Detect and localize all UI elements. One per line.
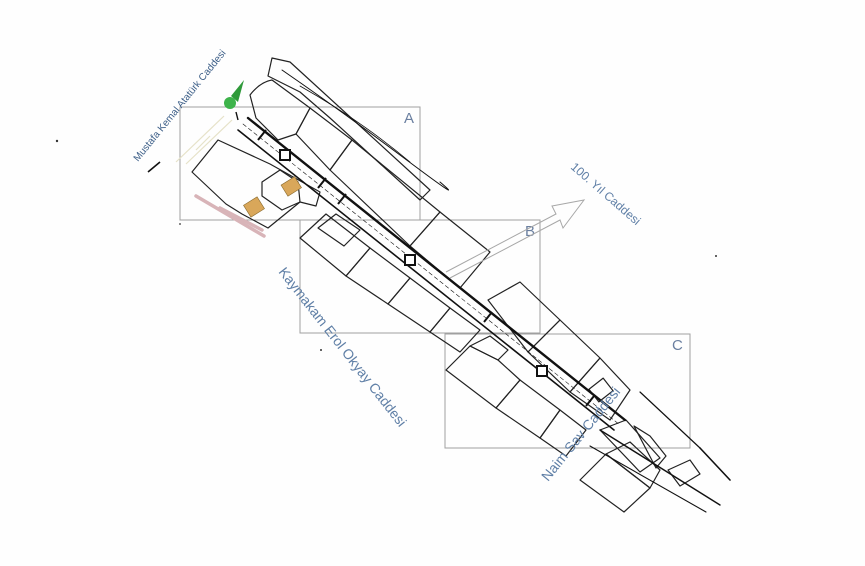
side-road-south-edge	[589, 445, 707, 513]
pavement-lines	[175, 115, 233, 165]
block-mid-2	[317, 213, 361, 247]
speck-3	[320, 349, 322, 351]
highlight-buildings	[243, 176, 302, 218]
scan-specks	[55, 139, 717, 351]
green-arrow-icon	[231, 80, 244, 102]
zone-label-a: A	[404, 110, 414, 127]
north-edge-curve-2	[299, 85, 411, 163]
yil-arrow-shaft	[445, 199, 586, 279]
block-north-3	[295, 107, 353, 171]
yil-arrow	[445, 199, 586, 279]
zone-label-c: C	[672, 337, 683, 354]
zone-frames	[179, 106, 691, 449]
speck-1	[55, 139, 59, 143]
block-west-lot	[191, 139, 321, 229]
post-mark	[235, 111, 239, 121]
block-east-1	[487, 281, 561, 353]
zone-frame-c	[444, 333, 691, 449]
pavement-1	[175, 115, 225, 163]
block-mid-4	[387, 277, 451, 333]
street-label-yuzuncu-yil: 100. Yıl Caddesi	[568, 160, 643, 228]
block-se-3	[579, 453, 651, 513]
pink-strip-2	[218, 206, 264, 232]
highlight-building-2	[243, 196, 265, 218]
speck-2	[715, 255, 717, 257]
block-south-4	[539, 409, 587, 457]
marker-square-2	[404, 254, 416, 266]
marker-square-3	[536, 365, 548, 377]
block-south-3	[495, 379, 561, 439]
tick-3	[337, 193, 347, 205]
block-north-2	[249, 79, 311, 141]
road-edge-south	[237, 129, 615, 431]
block-se-1	[599, 419, 661, 473]
side-road-north-edge	[599, 429, 721, 506]
block-east-2	[527, 319, 601, 393]
road-centerline	[242, 123, 621, 426]
marker-square-1	[279, 149, 291, 161]
block-south-2	[469, 335, 509, 361]
block-mid-5	[429, 307, 481, 353]
far-east-edge	[639, 391, 701, 449]
main-road	[237, 69, 731, 513]
street-label-kaymakam: Kaymakam Erol Okyay Caddesi	[276, 264, 410, 430]
block-south-1	[445, 345, 521, 409]
pink-strips	[194, 194, 266, 238]
building-blocks	[191, 57, 701, 513]
road-edge-north	[246, 116, 627, 422]
pink-strip-1	[194, 194, 266, 238]
tick-2	[317, 177, 327, 189]
tick-5	[585, 395, 595, 407]
pavement-3	[195, 135, 211, 151]
road-markers	[279, 149, 548, 377]
block-se-5	[667, 459, 701, 487]
zone-frame-b	[299, 219, 541, 334]
far-east-edge-2	[699, 447, 731, 481]
tick-4	[483, 311, 493, 323]
block-mid-1	[299, 213, 371, 277]
speck-4	[179, 223, 181, 225]
highlight-building-1	[280, 176, 302, 197]
block-se-4	[605, 441, 661, 489]
tree-icon	[224, 97, 236, 109]
zone-label-b: B	[525, 223, 535, 240]
block-west-inner	[261, 169, 301, 211]
road-ticks	[257, 129, 595, 407]
pavement-2	[185, 119, 233, 165]
block-east-3	[569, 357, 631, 421]
block-mid-3	[345, 247, 411, 305]
ataturk-street-line	[147, 161, 161, 173]
block-se-2	[633, 425, 667, 469]
north-edge-curve	[281, 69, 450, 191]
tick-1	[257, 129, 267, 141]
